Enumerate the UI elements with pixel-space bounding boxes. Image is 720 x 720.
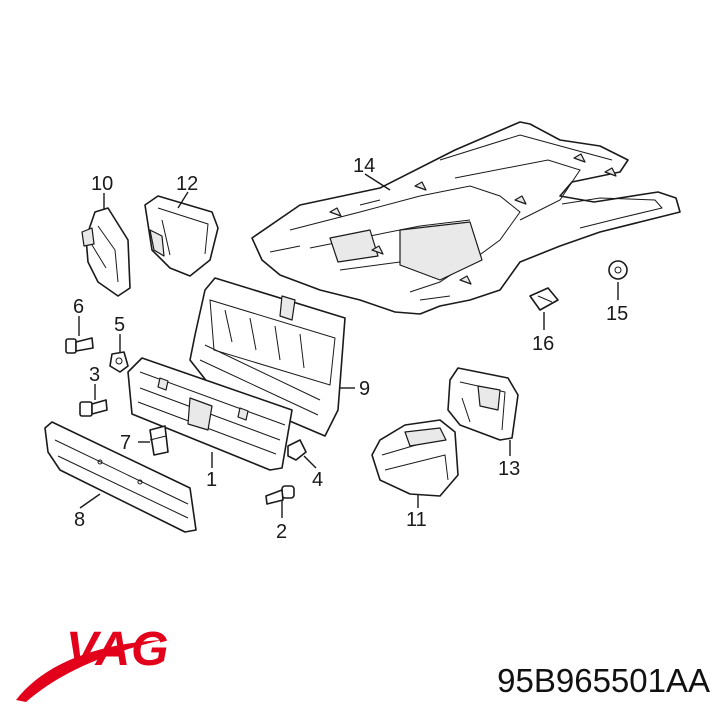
part-1-lower-grille [127,357,293,471]
callout-1: 1 [206,469,217,491]
part-8-bumper-reinforcement [44,421,197,533]
part-9-grille-frame [189,277,346,437]
part-14-underbody-panel [251,121,681,315]
part-13-air-guide-right [447,367,519,441]
callout-15: 15 [606,303,628,325]
part-2-screw [265,485,295,505]
part-16-nut-clip [529,287,559,311]
part-3-bolt [79,399,108,417]
part-11-air-duct-lower [371,419,459,497]
callout-7: 7 [120,432,131,454]
callout-14: 14 [353,155,375,177]
callout-labels: 14 10 12 6 5 3 7 1 8 9 4 2 11 13 15 16 [73,155,628,543]
part-15-push-clip [608,260,628,280]
brand-logo: VAG [66,623,170,676]
callout-3: 3 [89,364,100,386]
part-6-bolt [65,337,94,354]
brand-swoosh-icon [16,640,162,702]
callout-2: 2 [276,521,287,543]
callout-11: 11 [406,509,427,531]
leader-lines [78,173,619,518]
callout-6: 6 [73,296,84,318]
part-12-air-duct [144,195,219,277]
callout-5: 5 [114,314,125,336]
callout-8: 8 [74,509,85,531]
callout-12: 12 [176,173,198,195]
part-4-grommet [287,439,307,461]
callout-16: 16 [532,333,554,355]
part-7-bracket [149,425,169,456]
callout-9: 9 [359,378,370,400]
callout-4: 4 [312,469,323,491]
callout-13: 13 [498,458,520,480]
part-10-air-guide-left [81,207,131,297]
part-5-clip [109,351,129,373]
callout-10: 10 [91,173,113,195]
part-number: 95B965501AA [497,662,710,699]
